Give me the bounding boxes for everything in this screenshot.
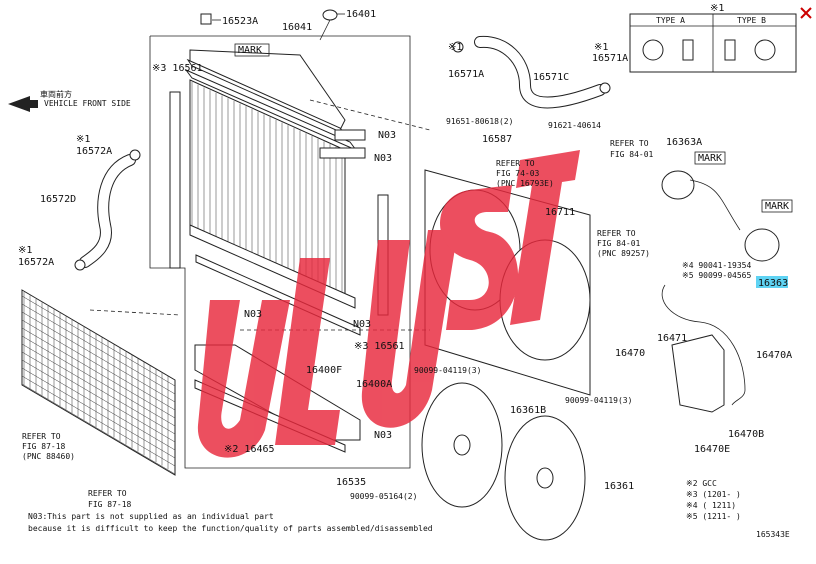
upper-tank (189, 49, 346, 131)
footnote-2: ※2 GCC (686, 479, 717, 488)
ref-74-03-line1[interactable]: REFER TO (496, 159, 535, 168)
footnote-3: ※3 (1201- ) (686, 490, 741, 499)
type-b-label: TYPE B (737, 16, 766, 25)
ref-84-01b-line1[interactable]: REFER TO (597, 229, 636, 238)
fan-motor-16363a (661, 170, 741, 231)
ref-74-03-line2[interactable]: FIG 74-03 (496, 169, 540, 178)
close-icon[interactable] (800, 4, 812, 19)
label-16470e[interactable]: 16470E (694, 444, 730, 455)
strip-n03-b (319, 147, 366, 159)
label-90099-04565[interactable]: ※5 90099-04565 (682, 271, 752, 280)
label-16571a-left[interactable]: 16571A (448, 69, 484, 80)
hose-clamp-d (74, 259, 86, 271)
label-16471[interactable]: 16471 (657, 333, 687, 344)
label-16465[interactable]: ※2 16465 (224, 444, 275, 455)
label-16572d[interactable]: 16572D (40, 194, 76, 205)
ref-87-18a-line1[interactable]: REFER TO (22, 432, 61, 441)
label-91651[interactable]: 91651-80618(2) (446, 117, 513, 126)
ref-84-01a-line1[interactable]: REFER TO (610, 139, 649, 148)
label-16400a[interactable]: 16400A (356, 379, 392, 390)
footnote-5: ※5 (1211- ) (686, 512, 741, 521)
ref-84-01b-line3[interactable]: (PNC 89257) (597, 249, 650, 258)
radiator-cap (322, 9, 338, 21)
vehicle-front-en: VEHICLE FRONT SIDE (44, 99, 131, 108)
mark-label-b: MARK (698, 153, 722, 164)
mark-label-a: MARK (238, 45, 262, 56)
drain-plug (200, 13, 212, 25)
label-16363a[interactable]: 16363A (666, 137, 702, 148)
part-labels: 16523A 16041 16401 ※3 16561 MARK N03 N03… (8, 3, 793, 539)
label-16571a-right[interactable]: 16571A (592, 53, 628, 64)
label-16041[interactable]: 16041 (282, 22, 312, 33)
footnote-4: ※4 ( 1211) (686, 501, 736, 510)
label-16470a[interactable]: 16470A (756, 350, 792, 361)
label-90099-04119-b[interactable]: 90099-04119(3) (565, 396, 632, 405)
ref-87-18b-line2[interactable]: FIG 87-18 (88, 500, 132, 509)
ref-84-01a-line2[interactable]: FIG 84-01 (610, 150, 654, 159)
vehicle-front-jp: 車両前方 (40, 89, 72, 99)
ref-87-18b-line1[interactable]: REFER TO (88, 489, 127, 498)
hose-clamp-c (129, 149, 141, 161)
mark-label-c: MARK (765, 201, 789, 212)
type-a-label: TYPE A (656, 16, 685, 25)
label-n03-a: N03 (378, 130, 396, 141)
hose-clamp-a (452, 41, 464, 53)
label-16587[interactable]: 16587 (482, 134, 512, 145)
highlight-16363 (756, 276, 788, 288)
type-legend-box (629, 13, 797, 73)
strip-n03-a (334, 129, 366, 141)
label-16361[interactable]: 16361 (604, 481, 634, 492)
type-box-header: ※1 (710, 3, 724, 14)
label-16561-top[interactable]: ※3 16561 (152, 63, 203, 74)
label-16571c[interactable]: 16571C (533, 72, 569, 83)
label-16363[interactable]: 16363 (758, 278, 788, 289)
label-16572a-bot[interactable]: 16572A (18, 257, 54, 268)
front-arrow-icon (8, 96, 38, 112)
label-16535[interactable]: 16535 (336, 477, 366, 488)
label-90099-05164[interactable]: 90099-05164(2) (350, 492, 417, 501)
label-16401[interactable]: 16401 (346, 9, 376, 20)
hose-clamp-b (599, 82, 611, 94)
label-16400f[interactable]: 16400F (306, 365, 342, 376)
label-n03-d: N03 (353, 319, 371, 330)
label-16523a[interactable]: 16523A (222, 16, 258, 27)
note-16572a-bot-1: ※1 (18, 245, 32, 256)
fan-16361 (504, 415, 586, 541)
note-line-2: because it is difficult to keep the func… (28, 524, 433, 533)
label-n03-e: N03 (374, 430, 392, 441)
label-n03-b: N03 (374, 153, 392, 164)
radiator-assembly-frame (149, 35, 411, 469)
fan-motor-16363 (744, 228, 780, 262)
label-90099-04119-a[interactable]: 90099-04119(3) (414, 366, 481, 375)
label-16361b[interactable]: 16361B (510, 405, 546, 416)
note-16571a-right-1: ※1 (594, 42, 608, 53)
watermark (197, 150, 580, 458)
label-90041[interactable]: ※4 90041-19354 (682, 261, 752, 270)
seal-16561-left (169, 91, 181, 269)
note-line-1: N03:This part is not supplied as an indi… (28, 512, 274, 521)
reserve-tank (661, 284, 746, 413)
label-n03-c: N03 (244, 309, 262, 320)
note-16572a-top-1: ※1 (76, 134, 90, 145)
label-16470b[interactable]: 16470B (728, 429, 764, 440)
label-16711[interactable]: 16711 (545, 207, 575, 218)
ref-87-18a-line3[interactable]: (PNC 88460) (22, 452, 75, 461)
fan-16361b (421, 382, 503, 508)
label-16561-mid[interactable]: ※3 16561 (354, 341, 405, 352)
ref-84-01b-line2[interactable]: FIG 84-01 (597, 239, 641, 248)
label-16572a-top[interactable]: 16572A (76, 146, 112, 157)
note-16571a-left-1: ※1 (448, 42, 462, 53)
label-16470[interactable]: 16470 (615, 348, 645, 359)
diagram-id: 165343E (756, 530, 790, 539)
ref-87-18a-line2[interactable]: FIG 87-18 (22, 442, 66, 451)
label-91621[interactable]: 91621-40614 (548, 121, 601, 130)
condenser (21, 289, 176, 476)
ref-74-03-line3[interactable]: (PNC 16793E) (496, 179, 554, 188)
